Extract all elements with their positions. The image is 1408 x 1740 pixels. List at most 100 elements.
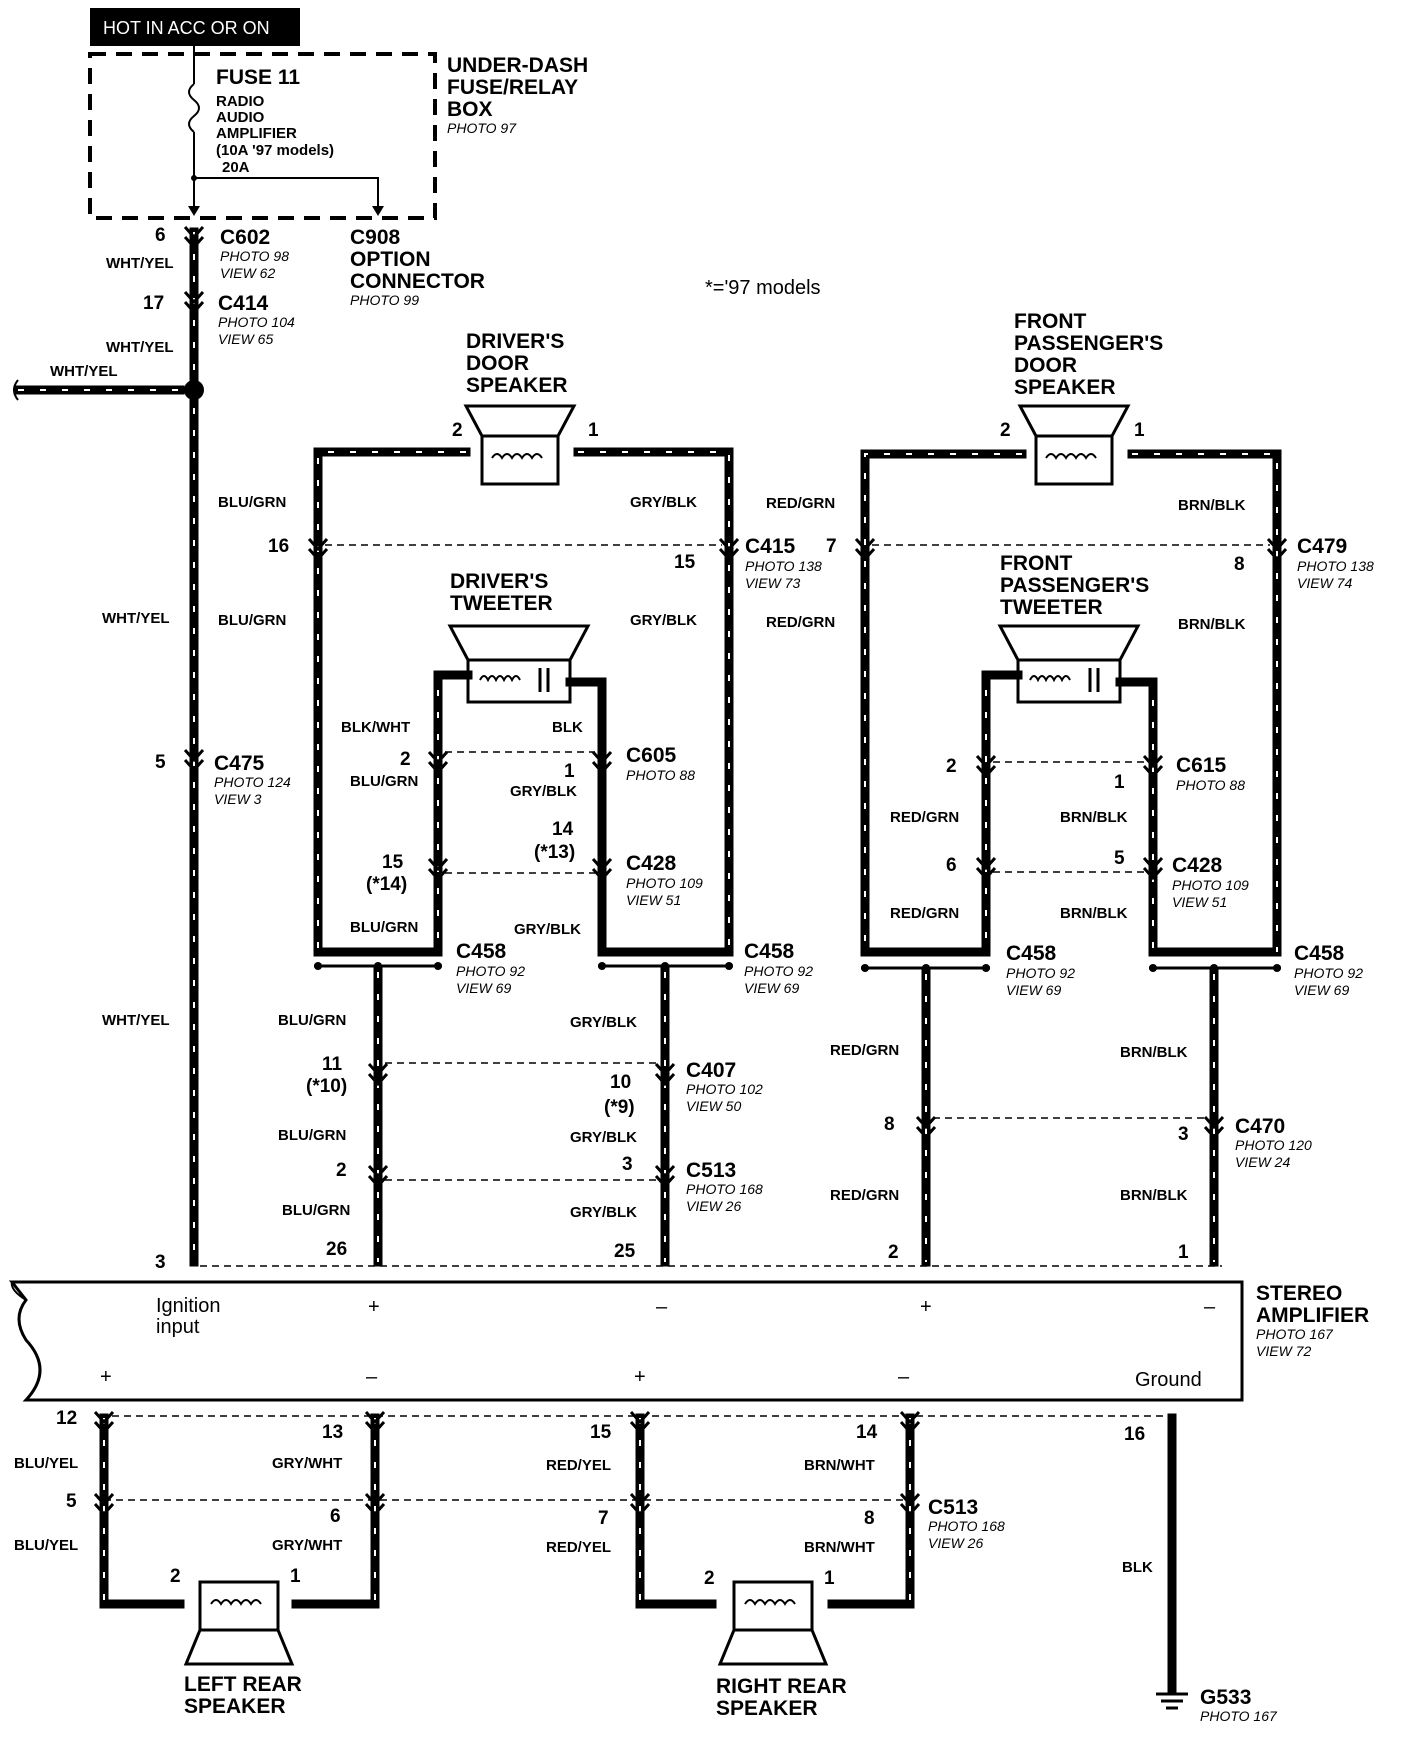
wire-label: RED/GRN (890, 809, 959, 826)
wire-label: GRY/BLK (570, 1129, 637, 1146)
svg-text:PHOTO 167: PHOTO 167 (1256, 1326, 1334, 1342)
fuse-description: RADIO AUDIO AMPLIFIER (10A '97 models) 2… (216, 93, 334, 176)
pin-number: 26 (326, 1239, 347, 1260)
right-rear-speaker-label: RIGHT REAR SPEAKER (716, 1675, 847, 1720)
amp-plus-sign: + (100, 1366, 112, 1388)
svg-text:C458: C458 (1294, 942, 1345, 965)
connector-c415-label: C415 PHOTO 138 VIEW 73 (745, 535, 822, 591)
connector-c479-label: C479 PHOTO 138 VIEW 74 (1297, 535, 1374, 591)
wire-label: BLU/GRN (350, 919, 418, 936)
svg-text:C458: C458 (456, 940, 507, 963)
svg-text:Ignition: Ignition (156, 1295, 221, 1317)
wire-label: BLU/GRN (278, 1012, 346, 1029)
svg-text:VIEW 69: VIEW 69 (1294, 982, 1349, 998)
svg-text:(10A '97 models): (10A '97 models) (216, 142, 334, 159)
ground-g533-label: G533 PHOTO 167 (1200, 1686, 1278, 1724)
amp-plus-sign: + (368, 1296, 380, 1318)
passenger-door-speaker-symbol (1017, 404, 1131, 486)
pin-number: (*14) (366, 874, 407, 895)
left-rear-speaker-label: LEFT REAR SPEAKER (184, 1673, 302, 1718)
svg-text:VIEW 24: VIEW 24 (1235, 1154, 1290, 1170)
pin-number: 3 (622, 1154, 633, 1175)
splice-c458-passenger (861, 964, 1281, 972)
pin-number: 2 (946, 756, 957, 777)
pin-number: 1 (588, 420, 599, 441)
connector-c615-label: C615 PHOTO 88 (1176, 754, 1245, 793)
pin-number: 14 (856, 1422, 878, 1443)
svg-text:VIEW 65: VIEW 65 (218, 331, 273, 347)
connector-c428-driver-label: C428 PHOTO 109 VIEW 51 (626, 852, 703, 908)
wire-label: BLK (552, 719, 583, 736)
left-rear-speaker-wiring (93, 1410, 386, 1609)
connector-c605-label: C605 PHOTO 88 (626, 744, 695, 783)
wire-label: BRN/WHT (804, 1457, 875, 1474)
amp-minus-sign: – (656, 1296, 668, 1318)
wire-label: BRN/BLK (1120, 1044, 1188, 1061)
svg-text:FRONT: FRONT (1014, 310, 1086, 333)
pin-number: 6 (155, 225, 166, 246)
svg-text:UNDER-DASH: UNDER-DASH (447, 54, 588, 77)
fuse-box-title: UNDER-DASH FUSE/RELAY BOX PHOTO 97 (447, 54, 588, 136)
wire-label: BRN/BLK (1178, 616, 1246, 633)
svg-text:VIEW 72: VIEW 72 (1256, 1343, 1311, 1359)
svg-text:PHOTO 102: PHOTO 102 (686, 1081, 763, 1097)
wire-label: RED/YEL (546, 1457, 611, 1474)
connector-c458-label: C458 PHOTO 92 VIEW 69 (456, 940, 525, 996)
passenger-tweeter-wiring (975, 670, 1164, 957)
wire-label: BLU/GRN (350, 773, 418, 790)
svg-text:PHOTO 104: PHOTO 104 (218, 314, 295, 330)
pin-number: 6 (946, 855, 957, 876)
pin-number: 17 (143, 293, 164, 314)
passenger-tweeter-label: FRONT PASSENGER'S TWEETER (1000, 552, 1149, 619)
pin-number: 15 (590, 1422, 612, 1443)
left-rear-speaker-symbol (183, 1580, 295, 1666)
driver-door-speaker-label: DRIVER'S DOOR SPEAKER (466, 330, 568, 397)
svg-text:C513: C513 (686, 1159, 736, 1182)
stereo-amplifier-label: STEREO AMPLIFIER PHOTO 167 VIEW 72 (1256, 1282, 1369, 1359)
amp-ground-label: Ground (1135, 1369, 1202, 1391)
pin-number: 7 (826, 536, 837, 557)
svg-text:PASSENGER'S: PASSENGER'S (1014, 332, 1163, 355)
pin-number: 1 (290, 1566, 301, 1587)
pin-number: 8 (884, 1114, 895, 1135)
wire-label: RED/YEL (546, 1539, 611, 1556)
wire-label: WHT/YEL (102, 610, 170, 627)
svg-text:PHOTO 109: PHOTO 109 (626, 875, 703, 891)
pin-number: 15 (674, 552, 696, 573)
wire-label: RED/GRN (766, 614, 835, 631)
driver-tweeter-label: DRIVER'S TWEETER (450, 570, 553, 615)
svg-text:AMPLIFIER: AMPLIFIER (216, 125, 297, 142)
wire-label: GRY/BLK (630, 494, 697, 511)
wire-label: BRN/BLK (1060, 809, 1128, 826)
svg-text:DRIVER'S: DRIVER'S (450, 570, 548, 593)
svg-text:PASSENGER'S: PASSENGER'S (1000, 574, 1149, 597)
svg-text:PHOTO 168: PHOTO 168 (686, 1181, 763, 1197)
wire-label: GRY/BLK (570, 1014, 637, 1031)
svg-text:PHOTO 167: PHOTO 167 (1200, 1708, 1278, 1724)
svg-text:AMPLIFIER: AMPLIFIER (1256, 1304, 1369, 1327)
svg-text:PHOTO 98: PHOTO 98 (220, 248, 289, 264)
wire-label: WHT/YEL (106, 339, 174, 356)
wire-label: BLK/WHT (341, 719, 410, 736)
wire-label: BLU/YEL (14, 1537, 78, 1554)
pin-number: 1 (564, 761, 575, 782)
wire-label: BRN/WHT (804, 1539, 875, 1556)
svg-text:VIEW 74: VIEW 74 (1297, 575, 1352, 591)
pin-number: 16 (268, 536, 289, 557)
svg-text:VIEW 26: VIEW 26 (686, 1198, 741, 1214)
pin-number: 2 (400, 749, 411, 770)
wire-label: BLK (1122, 1559, 1153, 1576)
svg-text:C428: C428 (1172, 854, 1223, 877)
pin-number: 11 (322, 1054, 343, 1075)
wire-label: GRY/WHT (272, 1537, 342, 1554)
svg-text:20A: 20A (222, 159, 250, 176)
connector-c513-label: C513 PHOTO 168 VIEW 26 (686, 1159, 763, 1214)
fuse-11-symbol (188, 46, 384, 216)
svg-text:input: input (156, 1316, 200, 1338)
connector-c414-label: C414 PHOTO 104 VIEW 65 (218, 292, 295, 347)
svg-text:C475: C475 (214, 752, 265, 775)
connector-c428-passenger-label: C428 PHOTO 109 VIEW 51 (1172, 854, 1249, 910)
svg-text:C407: C407 (686, 1059, 736, 1082)
hot-in-acc-banner: HOT IN ACC OR ON (90, 8, 300, 46)
